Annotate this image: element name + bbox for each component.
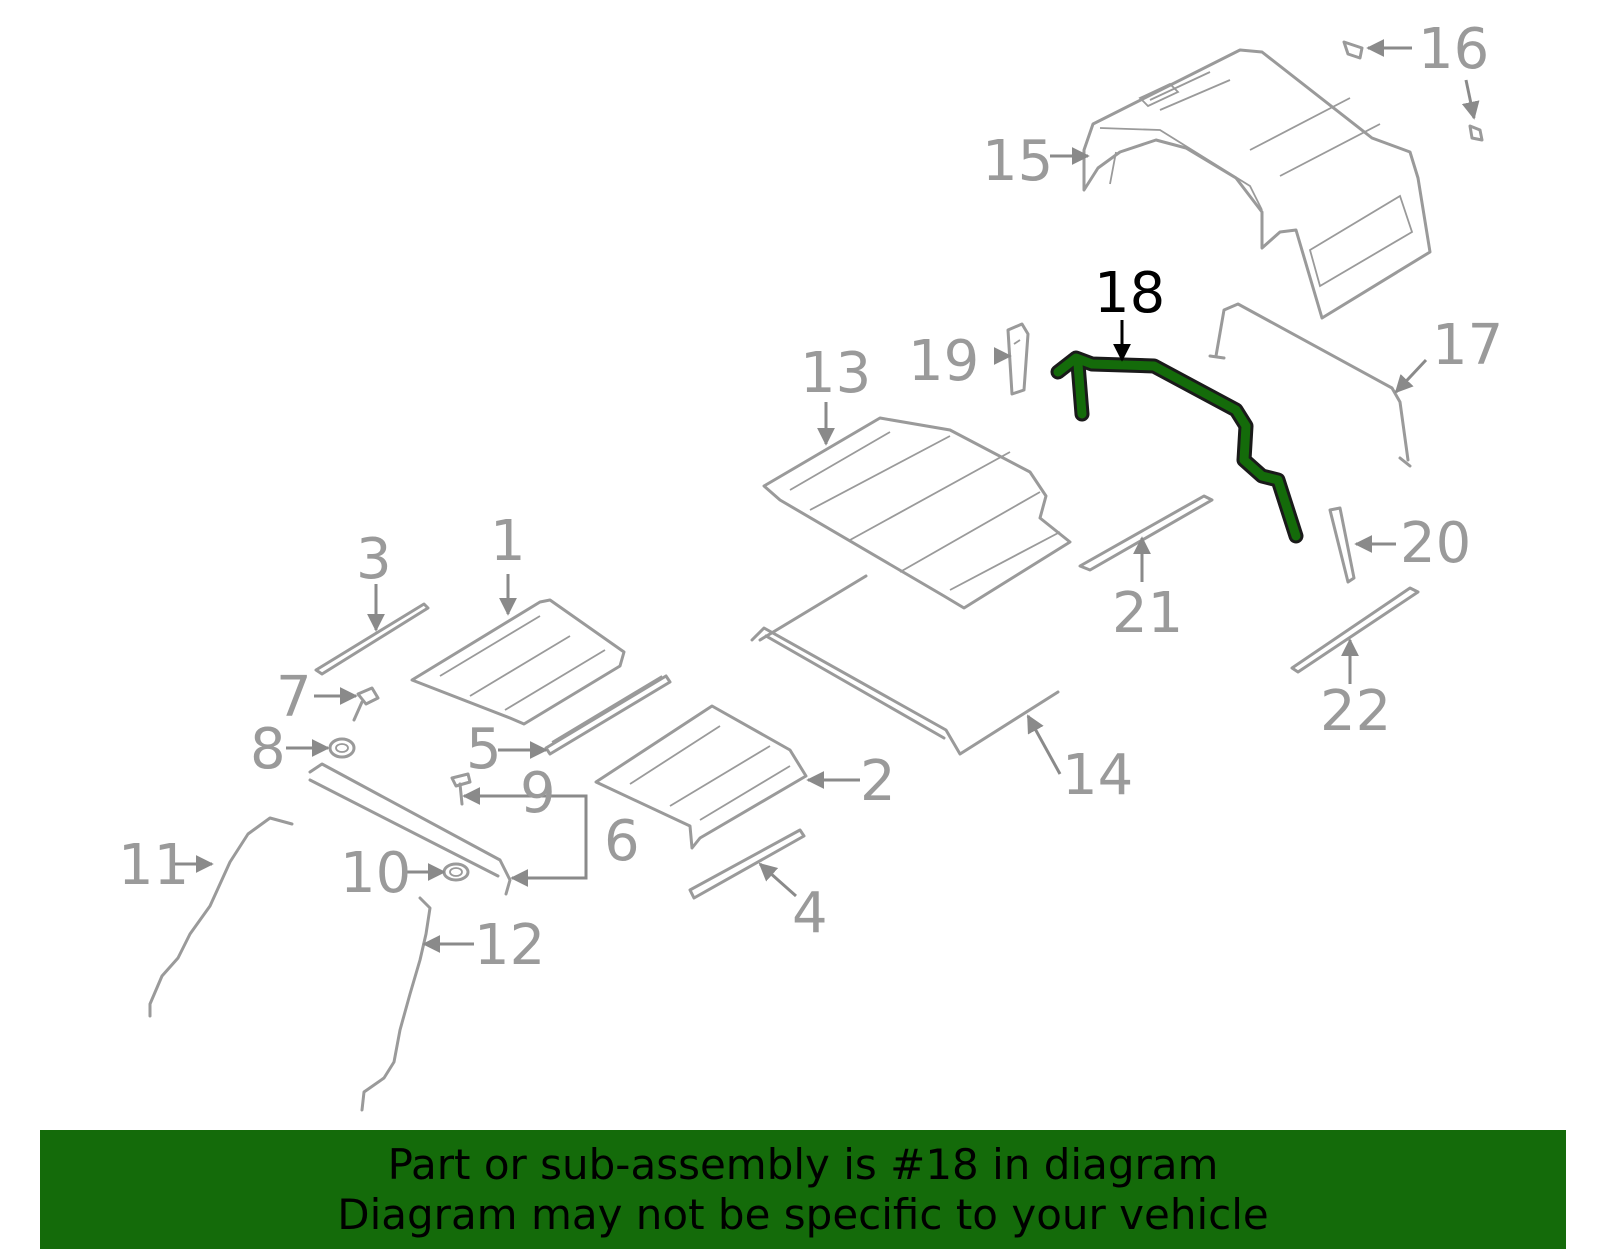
callout-14: 14 [1062, 743, 1133, 808]
part-20-bracket[interactable] [1328, 506, 1356, 584]
callout-22: 22 [1320, 679, 1391, 744]
part-15-hardtop[interactable] [1082, 48, 1432, 320]
part-9-bolt[interactable] [450, 772, 472, 806]
part-17-rear-bar[interactable] [1208, 302, 1412, 468]
part-5-strip[interactable] [544, 674, 672, 756]
callout-16: 16 [1418, 17, 1489, 82]
callout-12: 12 [474, 913, 545, 978]
part-6-rail[interactable] [308, 762, 512, 896]
callout-7: 7 [276, 665, 312, 730]
callout-10: 10 [340, 841, 411, 906]
banner-line-1: Part or sub-assembly is #18 in diagram [387, 1140, 1219, 1189]
callout-18: 18 [1094, 261, 1165, 326]
part-16-clips[interactable] [1342, 40, 1484, 142]
callout-11: 11 [118, 833, 189, 898]
part-21-strip[interactable] [1078, 494, 1214, 572]
part-11-cable[interactable] [148, 816, 294, 1018]
callout-labels: 1 2 3 4 5 6 7 8 9 10 11 12 13 14 15 16 1… [118, 17, 1503, 978]
callout-2: 2 [860, 749, 896, 814]
callout-20: 20 [1400, 511, 1471, 576]
callout-5: 5 [466, 717, 502, 782]
part-2-panel[interactable] [594, 704, 808, 850]
callout-3: 3 [356, 527, 392, 592]
part-3-strip[interactable] [314, 602, 430, 676]
callout-21: 21 [1112, 581, 1183, 646]
info-banner: Part or sub-assembly is #18 in diagram D… [40, 1130, 1566, 1249]
part-18-highlighted-bar[interactable] [1050, 350, 1304, 544]
part-13-roof-panel[interactable] [762, 416, 1072, 610]
part-4-strip[interactable] [688, 828, 806, 900]
callout-6: 6 [604, 809, 640, 874]
banner-line-2: Diagram may not be specific to your vehi… [337, 1190, 1269, 1239]
part-1-front-panel[interactable] [410, 598, 626, 726]
callout-8: 8 [250, 717, 286, 782]
callout-4: 4 [792, 881, 828, 946]
callout-13: 13 [800, 341, 871, 406]
callout-19: 19 [908, 329, 979, 394]
callout-9: 9 [520, 761, 556, 826]
part-22-strip[interactable] [1290, 586, 1420, 674]
part-8-nut[interactable] [328, 737, 356, 759]
part-12-cable[interactable] [360, 896, 432, 1112]
leader-lines [170, 39, 1480, 953]
callout-1: 1 [490, 509, 526, 574]
callout-15: 15 [982, 129, 1053, 194]
part-14-frame[interactable] [750, 574, 1060, 756]
callout-17: 17 [1432, 313, 1503, 378]
part-10-nut[interactable] [442, 862, 470, 882]
part-19-bracket[interactable] [1006, 322, 1030, 396]
part-7-bolt[interactable] [352, 686, 380, 722]
